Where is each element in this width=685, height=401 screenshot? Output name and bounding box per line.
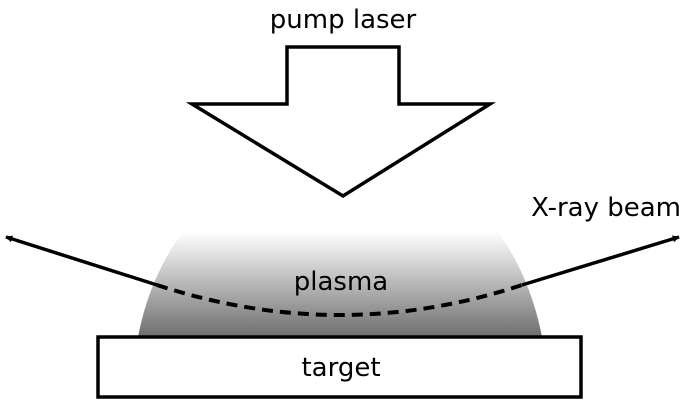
pump-laser-label: pump laser <box>270 5 417 35</box>
pump-laser-arrow <box>185 45 497 199</box>
plasma-label: plasma <box>294 267 388 297</box>
target-slab <box>96 335 583 399</box>
plasma-region <box>138 232 542 337</box>
xray-beam-left-arrow <box>5 235 158 287</box>
target-label: target <box>301 353 380 383</box>
xray-beam-label: X-ray beam <box>531 193 681 223</box>
xray-beam-right-arrow <box>521 235 680 287</box>
xray-beam-path-dashed <box>156 283 523 317</box>
